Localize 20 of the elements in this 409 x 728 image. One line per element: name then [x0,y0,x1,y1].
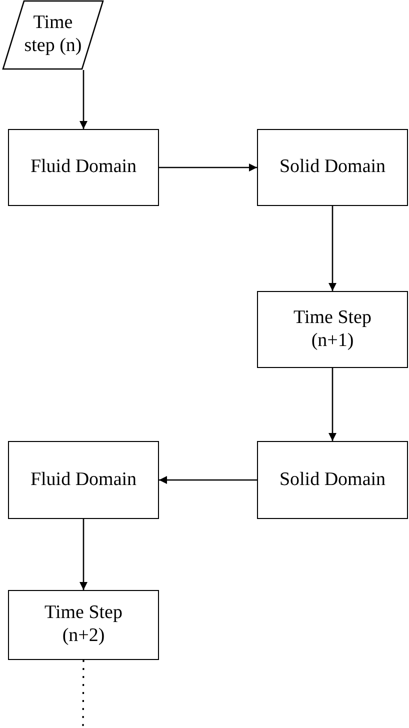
dotted-line [82,660,84,726]
process-box [8,441,159,519]
process-box [8,590,159,660]
node-label: Solid Domain [279,156,386,179]
process-box [257,129,408,206]
process-box [257,441,408,519]
process-box [8,129,159,206]
node-label: Solid Domain [279,468,386,492]
arrow [328,206,336,291]
node-label: Time step (n) [23,12,83,58]
process-box [257,291,408,368]
arrow [80,519,88,590]
arrow [80,70,88,129]
arrow [159,164,257,172]
arrow [328,368,336,441]
node-label: Time Step (n+1) [292,306,372,352]
arrow [159,476,257,484]
node-label: Fluid Domain [30,468,137,492]
node-label: Fluid Domain [30,156,137,179]
node-label: Time Step (n+2) [44,602,124,648]
